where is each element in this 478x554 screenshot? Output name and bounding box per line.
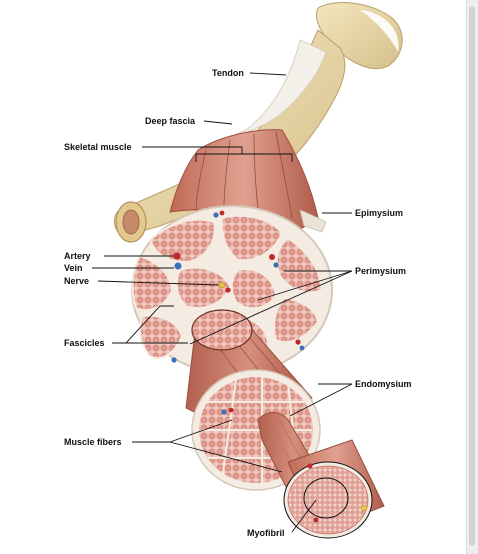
nerve-label: Nerve <box>64 276 90 286</box>
perimysium-label: Perimysium <box>355 266 407 276</box>
artery-dot <box>173 252 181 260</box>
nerve-dot <box>218 281 226 289</box>
vein-dot <box>174 262 182 270</box>
muscle-anatomy-illustration <box>92 2 403 539</box>
tendon-label: Tendon <box>212 68 244 78</box>
myofibril-label: Myofibril <box>247 528 285 538</box>
endomysium-leader-b <box>289 383 353 417</box>
skeletal-muscle-bracket <box>195 153 293 162</box>
nerve-leader <box>97 280 219 286</box>
muscle-fibers-leader-a <box>169 419 233 443</box>
skeletal-muscle-leader <box>142 146 243 154</box>
perimysium-leader-b <box>257 270 353 301</box>
myofibril-leader <box>291 499 317 533</box>
deep-fascia-label: Deep fascia <box>145 116 196 126</box>
myofibril-bundle <box>283 439 385 539</box>
muscle-fibers-label: Muscle fibers <box>64 437 122 447</box>
deep-fascia-leader <box>203 120 233 125</box>
muscle-fibers-leader-b <box>169 441 283 473</box>
fascicles-leader-a <box>112 305 174 344</box>
skeletal-muscle-label: Skeletal muscle <box>64 142 132 152</box>
endomysium-label: Endomysium <box>355 379 412 389</box>
tendon-leader <box>249 72 287 76</box>
perimysium-leader-c <box>189 270 353 345</box>
vein-label: Vein <box>64 263 83 273</box>
scrollbar-thumb[interactable] <box>469 6 475 546</box>
blood-vessels <box>171 210 305 363</box>
artery-label: Artery <box>64 251 91 261</box>
leader-lines <box>92 72 353 533</box>
epimysium-label: Epimysium <box>355 208 404 218</box>
fascicles-label: Fascicles <box>64 338 105 348</box>
